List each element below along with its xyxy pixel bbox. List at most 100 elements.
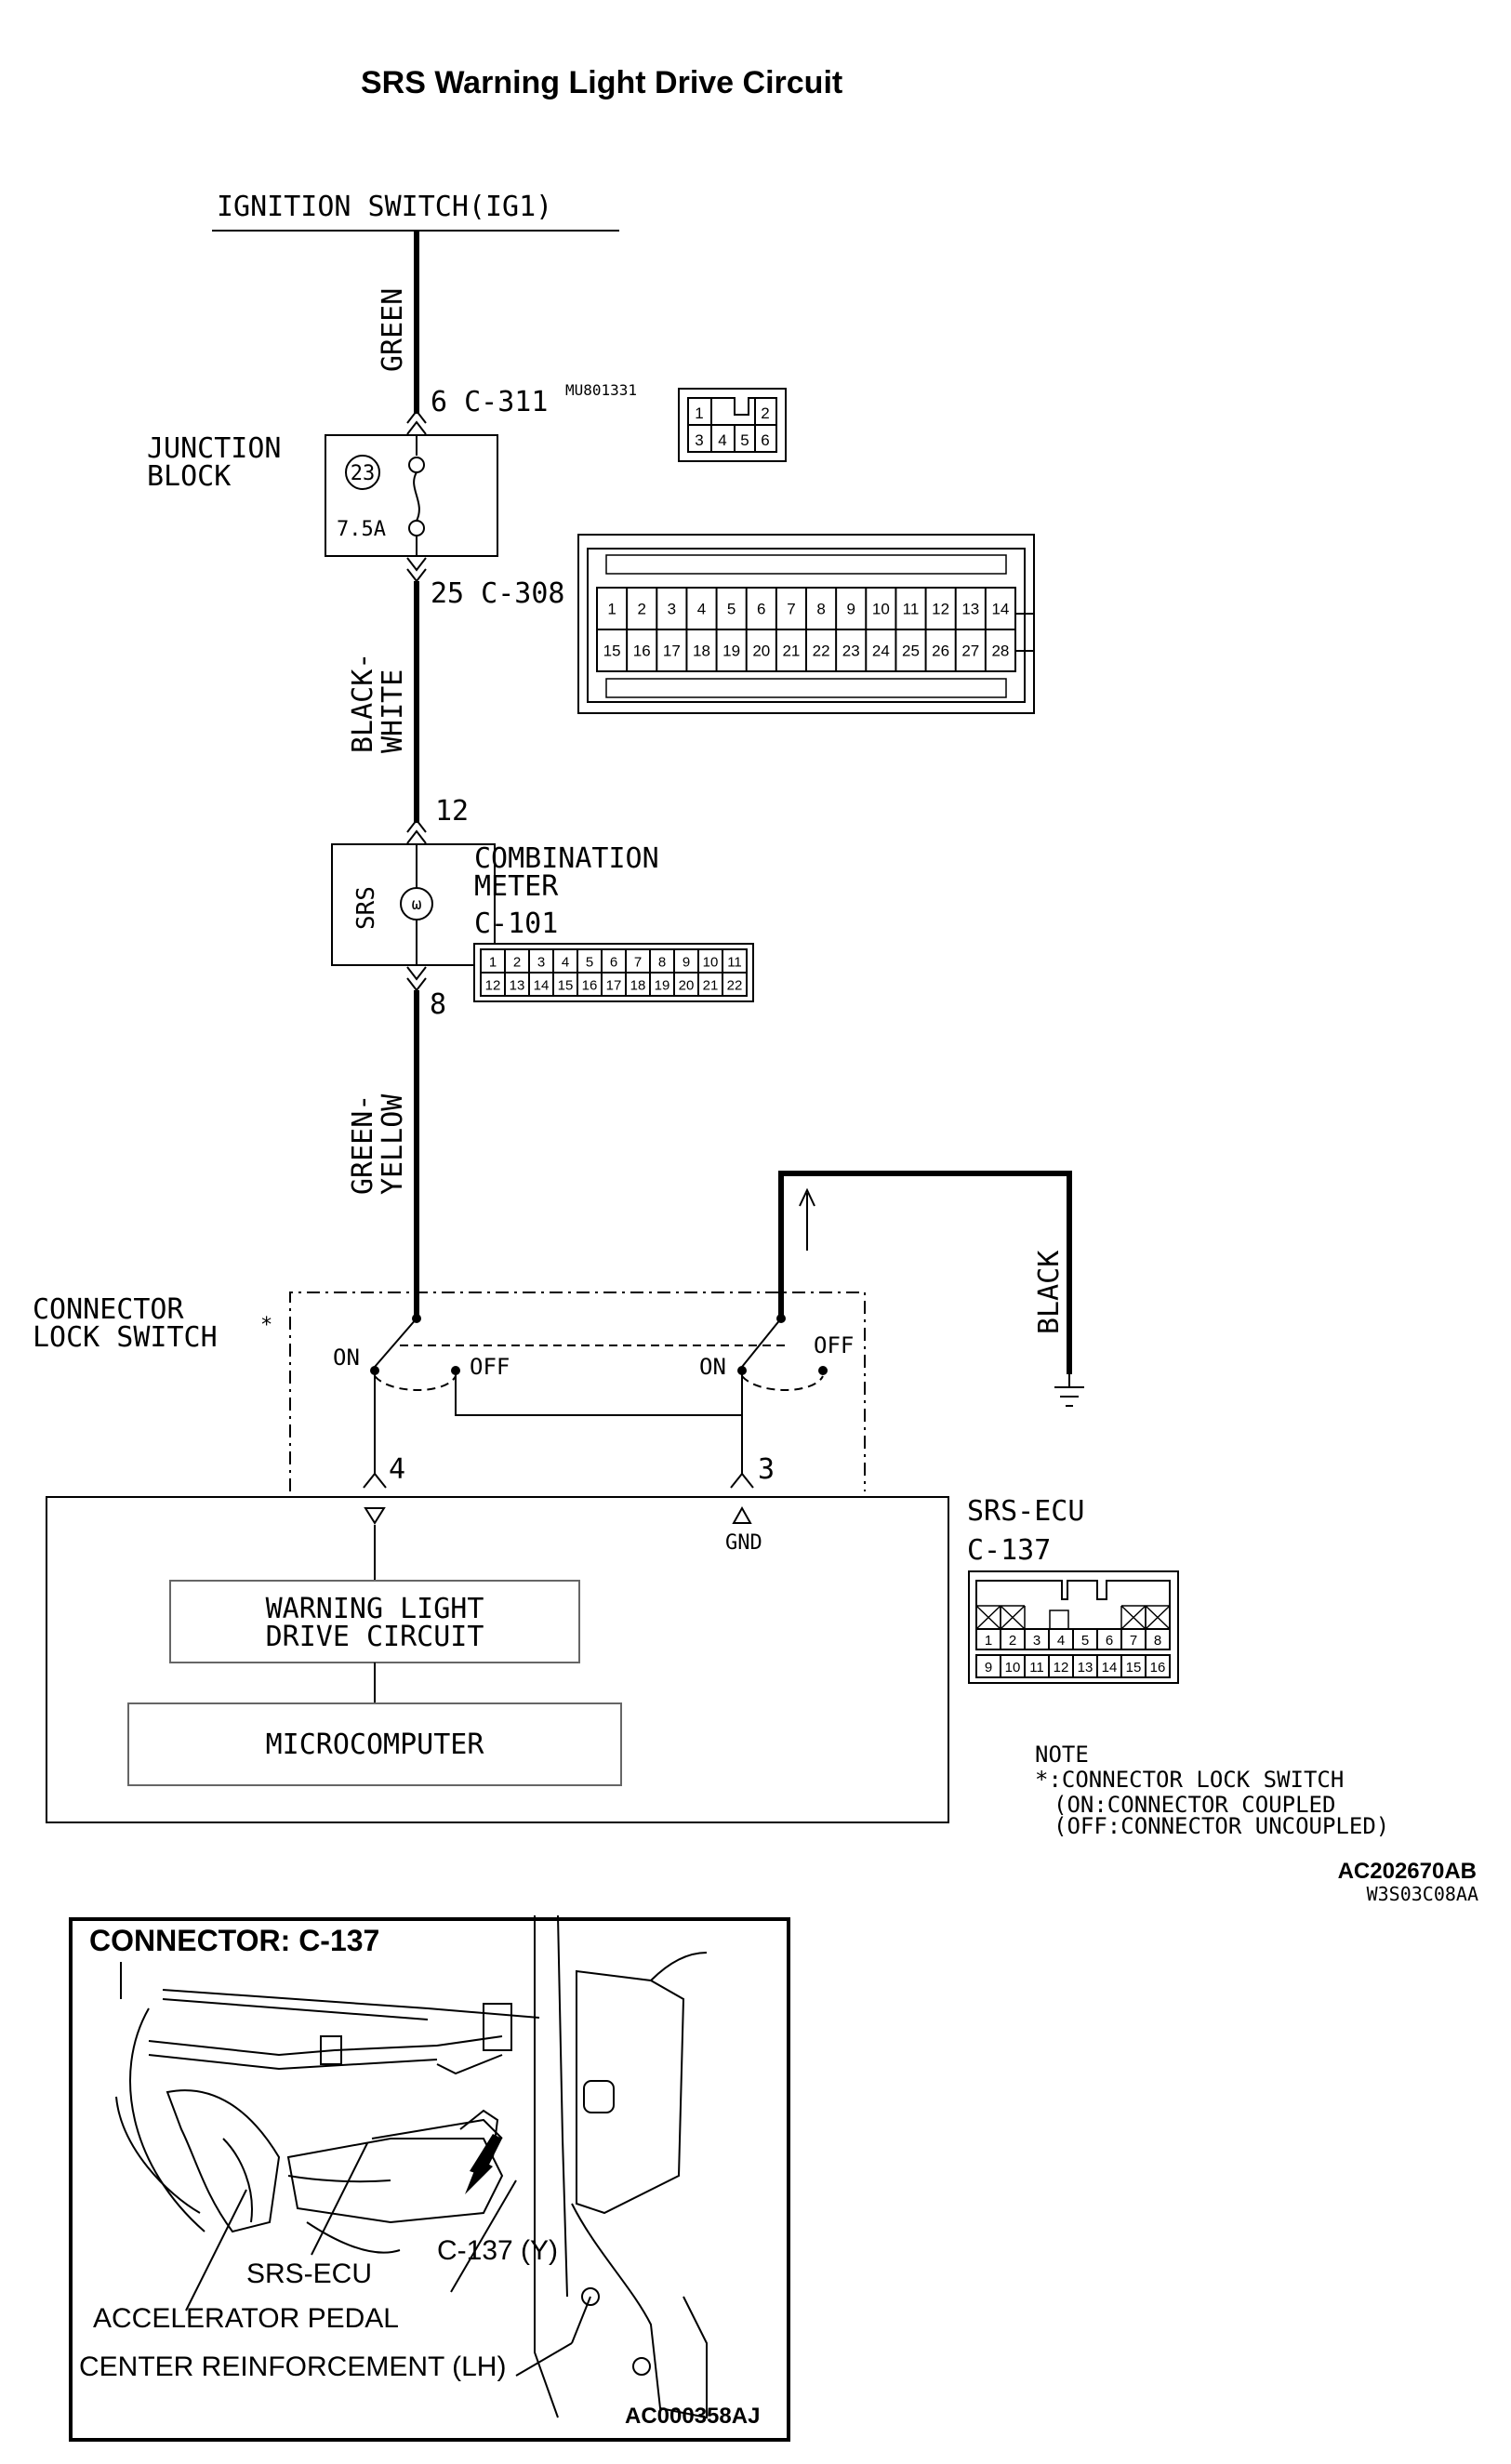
callout-line-connector (450, 2179, 517, 2293)
diagram-subcode: W3S03C08AA (1367, 1883, 1478, 1905)
location-frame (69, 1917, 790, 2442)
pin: 18 (693, 642, 710, 660)
pin: 10 (872, 601, 890, 618)
pin: 11 (903, 601, 920, 618)
switch-left-on: ON (333, 1345, 360, 1371)
pin: 4 (697, 601, 706, 618)
meter-indicator-label: SRS (352, 886, 380, 930)
terminal-mark (364, 1507, 386, 1525)
callout-line-reinforcement (571, 2296, 591, 2344)
pin: 11 (727, 955, 742, 971)
callout-ecu: SRS-ECU (246, 2259, 372, 2289)
pin: 7 (787, 601, 795, 618)
meter-connector: C-101 (474, 907, 558, 940)
connector-arrow (406, 829, 427, 844)
pin: 12 (485, 978, 501, 994)
pin: 15 (1126, 1660, 1142, 1676)
meter-pin-top: 12 (435, 795, 469, 828)
ground-icon (1054, 1374, 1084, 1407)
pin: 3 (537, 955, 545, 971)
connector-arrow (406, 409, 427, 424)
pin: 27 (961, 642, 979, 660)
ignition-label: IGNITION SWITCH(IG1) (217, 191, 552, 223)
wire-black (778, 1171, 1072, 1374)
srs-ecu-box (46, 1496, 949, 1823)
pin: 17 (663, 642, 681, 660)
pin: 16 (1150, 1660, 1166, 1676)
pin: 12 (1054, 1660, 1069, 1676)
connector-arrow (730, 1472, 754, 1489)
pin: 4 (562, 955, 569, 971)
pin: 7 (1130, 1633, 1137, 1649)
flow-arrow-head (799, 1187, 815, 1207)
meter-pin-bottom: 8 (430, 988, 446, 1021)
connector-c311: 1 2 3 4 5 6 (678, 388, 787, 462)
pin: 1 (695, 404, 703, 422)
lock-switch-mark: * (260, 1314, 272, 1337)
pin: 20 (679, 978, 695, 994)
pin: 10 (703, 955, 719, 971)
junction-label-1: JUNCTION (147, 432, 282, 465)
switch-pin-right: 3 (758, 1453, 775, 1486)
microcomputer-block (127, 1702, 622, 1786)
pin: 1 (985, 1633, 992, 1649)
pin: 9 (846, 601, 855, 618)
pin: 8 (658, 955, 666, 971)
callout-line-ecu (311, 2142, 368, 2256)
switch-right-on: ON (699, 1354, 726, 1380)
wire-label-black-white-2: WHITE (377, 669, 409, 753)
pin: 19 (722, 642, 740, 660)
pin: 5 (740, 431, 749, 449)
pin: 16 (582, 978, 598, 994)
switch-pin-left: 4 (389, 1453, 405, 1486)
pin: 24 (872, 642, 890, 660)
fuse-number: 23 (351, 462, 376, 485)
pin: 4 (1057, 1633, 1065, 1649)
pin: 8 (816, 601, 825, 618)
pin: 4 (718, 431, 726, 449)
connector-arrow (406, 557, 427, 572)
pin: 2 (761, 404, 769, 422)
pin: 13 (510, 978, 525, 994)
pin: 10 (1005, 1660, 1021, 1676)
pin: 9 (683, 955, 690, 971)
pin: 21 (703, 978, 719, 994)
pin: 23 (842, 642, 860, 660)
pin: 25 (902, 642, 920, 660)
pin: 5 (727, 601, 736, 618)
junction-part-no: MU801331 (565, 381, 637, 399)
pin: 22 (727, 978, 743, 994)
photo-code: AC000358AJ (625, 2404, 760, 2429)
note-line-3: (OFF:CONNECTOR UNCOUPLED) (1054, 1813, 1389, 1839)
connector-arrow (406, 818, 427, 833)
wire-label-green-yellow-2: YELLOW (377, 1093, 409, 1195)
pin: 14 (1102, 1660, 1118, 1676)
junction-pin-top: 6 C-311 (431, 386, 548, 418)
pin: 2 (637, 601, 645, 618)
switch-right-off: OFF (814, 1332, 854, 1358)
pin: 19 (655, 978, 670, 994)
pin: 2 (513, 955, 521, 971)
switch-right (737, 1314, 828, 1474)
pin: 17 (606, 978, 622, 994)
junction-pin-bottom: 25 C-308 (431, 577, 565, 610)
callout-line-reinforcement (515, 2342, 573, 2377)
pin: 6 (757, 601, 765, 618)
unused-cavity-mark (975, 1605, 1001, 1630)
pin: 1 (607, 601, 616, 618)
wire-label-black: BLACK (1033, 1251, 1066, 1334)
junction-block: 23 7.5A (325, 434, 498, 557)
ecu-gnd: GND (725, 1531, 762, 1555)
ecu-connector: C-137 (967, 1534, 1051, 1567)
location-illustration (115, 1914, 708, 2419)
pin: 6 (761, 431, 769, 449)
pin: 13 (1078, 1660, 1093, 1676)
fuse-rating: 7.5A (337, 518, 386, 541)
pin: 7 (634, 955, 642, 971)
page-title: SRS Warning Light Drive Circuit (361, 65, 842, 100)
meter-label-1: COMBINATION (474, 842, 659, 875)
terminal-mark (732, 1505, 752, 1524)
